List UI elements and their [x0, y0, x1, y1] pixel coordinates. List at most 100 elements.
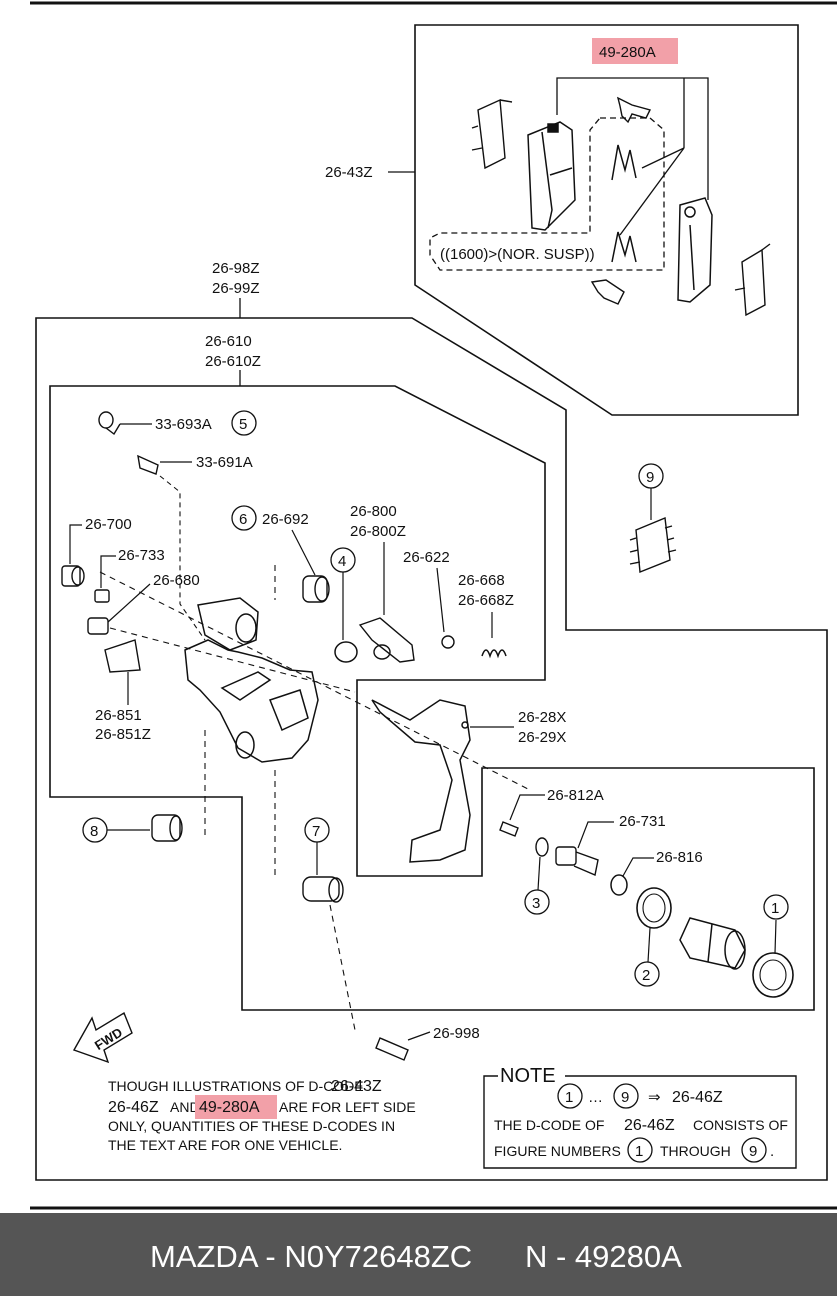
leader-26-622 — [436, 567, 445, 633]
label-26-800: 26-800 — [350, 503, 397, 520]
spring-group-dashed-box — [429, 117, 665, 271]
label-26-816: 26-816 — [656, 849, 703, 866]
label-33-691a: 33-691A — [196, 454, 253, 471]
disclaimer-line1: THOUGH ILLUSTRATIONS OF D-CODE — [108, 1078, 364, 1094]
nut-icon — [441, 635, 455, 649]
note-box — [483, 1075, 797, 1169]
label-26-28x: 26-28X — [518, 709, 566, 726]
leader-26-700 — [69, 524, 82, 564]
label-26-731: 26-731 — [619, 813, 666, 830]
note-line3-circle-to — [741, 1137, 767, 1163]
highlight-49-280a-top — [592, 38, 678, 64]
bleeder-cap-icon — [98, 411, 121, 436]
small-bolt-icon — [94, 589, 110, 603]
leader-26-731 — [577, 821, 614, 849]
caliper-body-outline — [49, 385, 815, 1011]
piston-seal-icon — [636, 887, 672, 929]
caliper-dash-line-d — [274, 770, 356, 1031]
piston-seal-inner — [642, 893, 666, 923]
fwd-arrow-icon: FWD — [72, 1011, 133, 1064]
washer-icon — [610, 874, 628, 896]
inner-shim-icon — [734, 243, 771, 317]
label-26-851: 26-851 — [95, 707, 142, 724]
circle-1 — [763, 894, 789, 920]
leader-26-998 — [407, 1031, 431, 1041]
note-title: NOTE — [500, 1065, 556, 1087]
disclaimer-line3: ONLY, QUANTITIES OF THESE D-CODES IN — [108, 1118, 395, 1134]
note-circle-to — [613, 1083, 639, 1109]
note-line3-a: FIGURE NUMBERS — [494, 1143, 621, 1159]
guide-bolt-cap-icon — [61, 565, 85, 587]
leader-26-816 — [622, 857, 654, 877]
leader-26-680 — [107, 583, 151, 623]
circle-5-label: 5 — [239, 416, 247, 433]
disclaimer-line2-code: 26-46Z — [108, 1099, 159, 1116]
retainer-clip-top-icon — [616, 96, 652, 124]
note-line3-through: THROUGH — [660, 1143, 731, 1159]
seal-ring-small-icon — [535, 837, 549, 857]
leader-49-280a-bracket — [556, 77, 709, 200]
label-26-733: 26-733 — [118, 547, 165, 564]
sleeve-icon — [151, 814, 183, 842]
leader-seal-1 — [774, 919, 777, 954]
circle-6 — [231, 505, 257, 531]
circle-8-label: 8 — [90, 823, 98, 840]
label-26-610: 26-610 — [205, 333, 252, 350]
circle-3 — [524, 889, 550, 915]
disclaimer-line2-and: AND — [170, 1099, 200, 1115]
label-26-700: 26-700 — [85, 516, 132, 533]
footer-part-number: MAZDA - N0Y72648ZC — [150, 1239, 473, 1274]
bracket-clip-icon — [104, 639, 141, 673]
outer-shim-icon — [471, 98, 513, 170]
brake-pad-outer-icon — [527, 121, 576, 231]
label-26-610z: 26-610Z — [205, 353, 261, 370]
label-26-99z: 26-99Z — [212, 280, 260, 297]
label-26-668: 26-668 — [458, 572, 505, 589]
highlight-49-280a-bottom — [195, 1095, 277, 1119]
note-circle-from-label: 1 — [565, 1089, 573, 1106]
label-26-29x: 26-29X — [518, 729, 566, 746]
circle-2 — [634, 961, 660, 987]
leader-seal-2 — [647, 927, 651, 963]
note-line2-a: THE D-CODE OF — [494, 1117, 604, 1133]
label-suspension-note: ((1600)>(NOR. SUSP)) — [440, 246, 595, 263]
circle-7-label: 7 — [312, 823, 320, 840]
note-line3-end: . — [770, 1143, 774, 1160]
dust-seal-inner — [759, 959, 787, 991]
leader-26-733 — [100, 555, 116, 588]
circle-5 — [231, 410, 257, 436]
dust-boot-icon — [302, 575, 330, 603]
note-line3-from: 1 — [635, 1143, 643, 1160]
label-26-43z: 26-43Z — [325, 164, 373, 181]
note-circle-to-label: 9 — [621, 1089, 629, 1106]
note-ellipsis: … — [588, 1089, 603, 1106]
note-line2-code: 26-46Z — [624, 1117, 675, 1134]
label-26-98z: 26-98Z — [212, 260, 260, 277]
brake-caliper-exploded-diagram: 26-43Z 49-280A ((1600)>(NOR. SUSP)) 26-9… — [30, 1, 837, 1210]
disclaimer-line4: THE TEXT ARE FOR ONE VEHICLE. — [108, 1137, 342, 1153]
label-26-692: 26-692 — [262, 511, 309, 528]
pin-icon — [499, 821, 519, 837]
circle-1-label: 1 — [771, 900, 779, 917]
label-33-693a: 33-693A — [155, 416, 212, 433]
caliper-body-icon — [184, 597, 319, 763]
guide-bolt-icon — [87, 617, 109, 635]
label-26-680: 26-680 — [153, 572, 200, 589]
label-49-280a-top: 49-280A — [599, 44, 656, 61]
label-26-800z: 26-800Z — [350, 523, 406, 540]
label-26-998: 26-998 — [433, 1025, 480, 1042]
mounting-bracket-icon — [371, 699, 471, 863]
retainer-clip-bottom-icon — [590, 279, 625, 305]
pad-kit-outline — [414, 24, 799, 416]
disclaimer-line2-highlight: 49-280A — [199, 1099, 260, 1116]
circle-2-label: 2 — [642, 967, 650, 984]
guide-boot-icon — [302, 876, 344, 903]
label-26-812a: 26-812A — [547, 787, 604, 804]
caliper-dash-line-a — [99, 571, 531, 791]
circle-3-label: 3 — [532, 895, 540, 912]
guide-pin-icon — [375, 1037, 409, 1061]
circle-4-label: 4 — [338, 553, 346, 570]
adjust-bolt-icon — [555, 846, 599, 876]
caliper-assembly-outline — [35, 317, 828, 1181]
note-dcode: 26-46Z — [672, 1089, 723, 1106]
